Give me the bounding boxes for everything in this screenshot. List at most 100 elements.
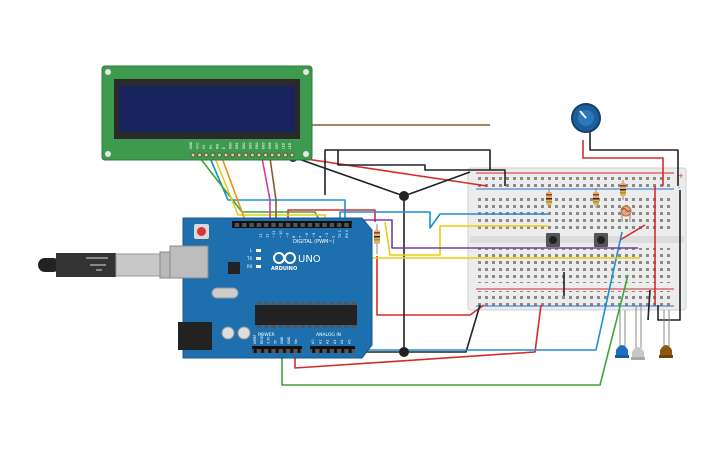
model-label: UNO [298,254,321,265]
lcd-pin[interactable] [263,152,269,158]
usb-port[interactable] [169,245,209,279]
lcd-pin-label: DB4 [255,142,259,149]
lcd-pin-label: E [222,147,226,149]
top-terminal-block[interactable] [474,195,674,230]
led-blue[interactable] [615,310,629,358]
bottom-terminal-block[interactable] [474,248,674,283]
lcd-screen [119,86,295,132]
lcd-pin[interactable] [249,152,255,158]
wire-black-3[interactable] [403,171,471,197]
wire-red-pot[interactable] [582,140,664,186]
lcd-pin-label: DB2 [242,142,246,149]
digital-pin-label: RX 0 [345,229,349,238]
resistor-3[interactable] [620,180,626,200]
power-header-label: POWER [258,332,275,338]
led-rx-label: RX [247,264,253,269]
wire-red-short[interactable] [619,224,646,241]
lcd-pin-label: DB5 [262,142,266,149]
lcd-pin[interactable] [236,152,242,158]
arduino-logo [273,252,296,264]
reset-button-cap[interactable] [197,227,206,236]
digital-pin-label: ~9 [285,232,289,238]
wire-black-lcd[interactable] [292,156,405,197]
led-rx [256,265,261,268]
power-pin-label: 5V [273,339,277,344]
digital-pin-label: 8 [292,235,296,238]
lcd-pin-label: RW [215,143,219,149]
analog-pin-label: A4 [340,340,344,344]
junction-2[interactable] [399,347,409,357]
bottom-power-rail[interactable] [474,291,674,306]
wire-blue-analog[interactable] [340,231,623,351]
wire-blue-1[interactable] [339,211,548,229]
power-pin-label: Vin [294,339,298,344]
digital-pin-label: TX 1 [338,230,342,239]
lcd-pin[interactable] [216,152,222,158]
lcd-pin[interactable] [190,152,196,158]
digital-pin-label: ~5 [312,233,316,238]
wire-brown-pot[interactable] [292,124,490,157]
digital-pin-label: 13 [259,233,263,238]
junction-1[interactable] [399,191,409,201]
wire-red-2[interactable] [376,256,485,316]
resistor-2[interactable] [593,188,599,208]
power-pin-label: GND [287,336,291,344]
analog-pin-label: A0 [311,340,315,344]
power-pin-label: GND [280,336,284,344]
lcd-pin[interactable] [256,152,262,158]
analog-pin-label: A1 [318,340,322,344]
potentiometer[interactable] [571,103,601,133]
wire-black-pot[interactable] [589,130,679,186]
resistor-1[interactable] [546,188,552,208]
crystal [211,287,239,299]
resistor-4[interactable] [374,224,380,254]
led-tx-label: TX [246,256,252,261]
pushbutton-2[interactable] [594,233,608,247]
lcd-pin[interactable] [203,152,209,158]
power-pin-label: RESET [260,334,264,344]
lcd-pin[interactable] [197,152,203,158]
lcd-pin[interactable] [282,152,288,158]
photoresistor[interactable] [620,205,632,222]
capacitor [237,326,251,340]
lcd-pin[interactable] [276,152,282,158]
lcd-mount-hole [303,69,309,75]
led-white[interactable] [631,305,645,360]
digital-pin-label: ~6 [305,232,309,238]
lcd-pin[interactable] [289,152,295,158]
lcd-pin[interactable] [210,152,216,158]
top-power-rail[interactable] [474,173,674,188]
digital-pin-label: 12 [266,233,270,238]
lcd-pin[interactable] [223,152,229,158]
wire-black-led[interactable] [647,289,651,321]
led-amber[interactable] [659,310,673,358]
pushbutton-1[interactable] [546,233,560,247]
power-jack[interactable] [178,322,212,350]
led-l [256,249,261,252]
lcd-pin[interactable] [269,152,275,158]
lcd-mount-hole [105,69,111,75]
digital-pin-label: ~11 [272,230,276,238]
lcd-mount-hole [105,151,111,157]
wire-black-1[interactable] [324,149,491,195]
usb-chip [228,262,240,274]
digital-pin-label: ~10 [279,230,283,238]
wire-yellow-1[interactable] [384,221,548,256]
analog-pin-label: A5 [348,340,352,344]
lcd-pin[interactable] [230,152,236,158]
lcd-pin-label: DB7 [275,142,279,149]
rail-plus-label: + [678,172,684,180]
wire-red-lcd[interactable] [292,156,488,187]
lcd-pin-label: DB0 [229,142,233,149]
brand-label: ARDUINO [271,266,297,272]
wire-black-2[interactable] [337,150,506,186]
lcd-pin[interactable] [243,152,249,158]
lcd-pin-label: V0 [202,145,206,149]
